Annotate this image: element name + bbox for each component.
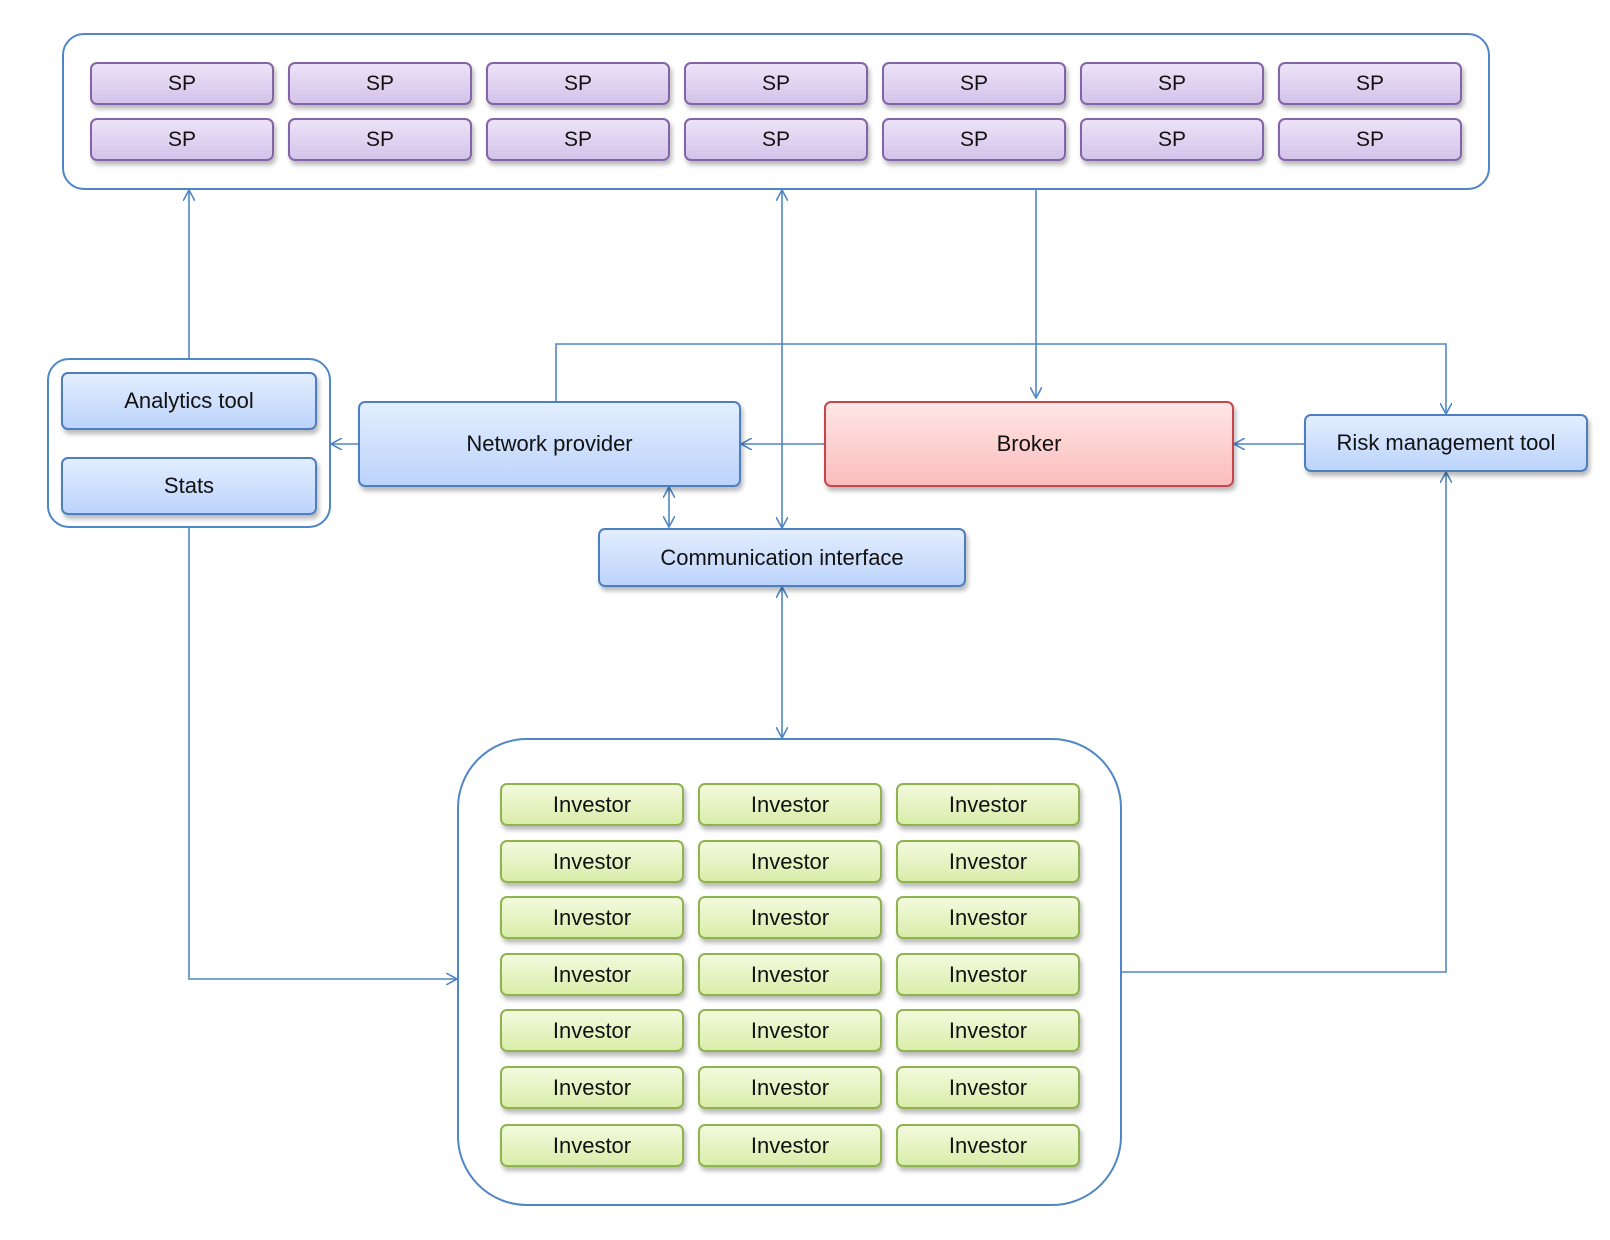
investor-box[interactable]: Investor — [896, 1009, 1080, 1052]
investor-box[interactable]: Investor — [500, 953, 684, 996]
stats-label: Stats — [163, 473, 215, 498]
sp-label: SP — [761, 127, 790, 151]
sp-box[interactable]: SP — [90, 118, 274, 161]
investor-box[interactable]: Investor — [896, 953, 1080, 996]
communication-interface-label: Communication interface — [660, 544, 904, 570]
sp-label: SP — [1355, 127, 1384, 151]
network-provider-box[interactable]: Network provider — [358, 401, 741, 487]
investor-box[interactable]: Investor — [500, 783, 684, 826]
investor-label: Investor — [948, 904, 1028, 930]
investor-label: Investor — [750, 848, 830, 874]
sp-label: SP — [563, 71, 592, 95]
risk-management-tool-box[interactable]: Risk management tool — [1304, 414, 1588, 472]
communication-interface-box[interactable]: Communication interface — [598, 528, 966, 587]
sp-label: SP — [167, 127, 196, 151]
sp-label: SP — [365, 127, 394, 151]
sp-box[interactable]: SP — [288, 62, 472, 105]
sp-box[interactable]: SP — [486, 62, 670, 105]
investor-label: Investor — [948, 848, 1028, 874]
investor-box[interactable]: Investor — [500, 1124, 684, 1167]
investor-box[interactable]: Investor — [698, 896, 882, 939]
sp-box[interactable]: SP — [1278, 118, 1462, 161]
investor-box[interactable]: Investor — [698, 1066, 882, 1109]
investor-box[interactable]: Investor — [896, 840, 1080, 883]
investor-label: Investor — [948, 791, 1028, 817]
broker-box[interactable]: Broker — [824, 401, 1234, 487]
sp-box[interactable]: SP — [684, 118, 868, 161]
sp-label: SP — [1355, 71, 1384, 95]
investor-box[interactable]: Investor — [698, 1009, 882, 1052]
investor-label: Investor — [552, 848, 632, 874]
sp-group — [62, 33, 1490, 190]
investor-box[interactable]: Investor — [500, 840, 684, 883]
sp-box[interactable]: SP — [882, 62, 1066, 105]
investor-label: Investor — [552, 791, 632, 817]
investor-box[interactable]: Investor — [500, 896, 684, 939]
sp-box[interactable]: SP — [90, 62, 274, 105]
broker-label: Broker — [996, 431, 1062, 456]
stats-box[interactable]: Stats — [61, 457, 317, 515]
investor-box[interactable]: Investor — [896, 896, 1080, 939]
investor-label: Investor — [948, 1074, 1028, 1100]
investor-box[interactable]: Investor — [698, 1124, 882, 1167]
investor-box[interactable]: Investor — [698, 840, 882, 883]
investor-label: Investor — [948, 1132, 1028, 1158]
investor-box[interactable]: Investor — [896, 1124, 1080, 1167]
investor-label: Investor — [750, 961, 830, 987]
investor-label: Investor — [750, 1074, 830, 1100]
sp-label: SP — [167, 71, 196, 95]
investor-label: Investor — [552, 1074, 632, 1100]
connector-network-to-risk — [555, 343, 1446, 414]
investor-label: Investor — [750, 1132, 830, 1158]
sp-label: SP — [959, 127, 988, 151]
investor-label: Investor — [552, 961, 632, 987]
analytics-tool-box[interactable]: Analytics tool — [61, 372, 317, 430]
sp-box[interactable]: SP — [486, 118, 670, 161]
investor-label: Investor — [552, 1132, 632, 1158]
investor-label: Investor — [750, 904, 830, 930]
investor-label: Investor — [948, 961, 1028, 987]
investor-box[interactable]: Investor — [698, 953, 882, 996]
sp-label: SP — [761, 71, 790, 95]
connector-investors-to-risk — [1122, 472, 1446, 973]
investor-box[interactable]: Investor — [500, 1066, 684, 1109]
investor-label: Investor — [552, 1017, 632, 1043]
network-provider-label: Network provider — [466, 431, 633, 456]
investor-box[interactable]: Investor — [896, 1066, 1080, 1109]
investor-label: Investor — [948, 1017, 1028, 1043]
sp-label: SP — [563, 127, 592, 151]
investor-box[interactable]: Investor — [698, 783, 882, 826]
sp-box[interactable]: SP — [288, 118, 472, 161]
sp-label: SP — [365, 71, 394, 95]
sp-box[interactable]: SP — [684, 62, 868, 105]
analytics-tool-label: Analytics tool — [124, 388, 254, 413]
sp-label: SP — [1157, 71, 1186, 95]
investor-box[interactable]: Investor — [896, 783, 1080, 826]
sp-box[interactable]: SP — [882, 118, 1066, 161]
sp-box[interactable]: SP — [1278, 62, 1462, 105]
investor-label: Investor — [552, 904, 632, 930]
sp-label: SP — [959, 71, 988, 95]
sp-label: SP — [1157, 127, 1186, 151]
investor-box[interactable]: Investor — [500, 1009, 684, 1052]
sp-box[interactable]: SP — [1080, 118, 1264, 161]
connector-analytics-to-investors — [188, 528, 457, 979]
investor-label: Investor — [750, 1017, 830, 1043]
investor-label: Investor — [750, 791, 830, 817]
sp-box[interactable]: SP — [1080, 62, 1264, 105]
risk-management-tool-label: Risk management tool — [1336, 430, 1556, 455]
